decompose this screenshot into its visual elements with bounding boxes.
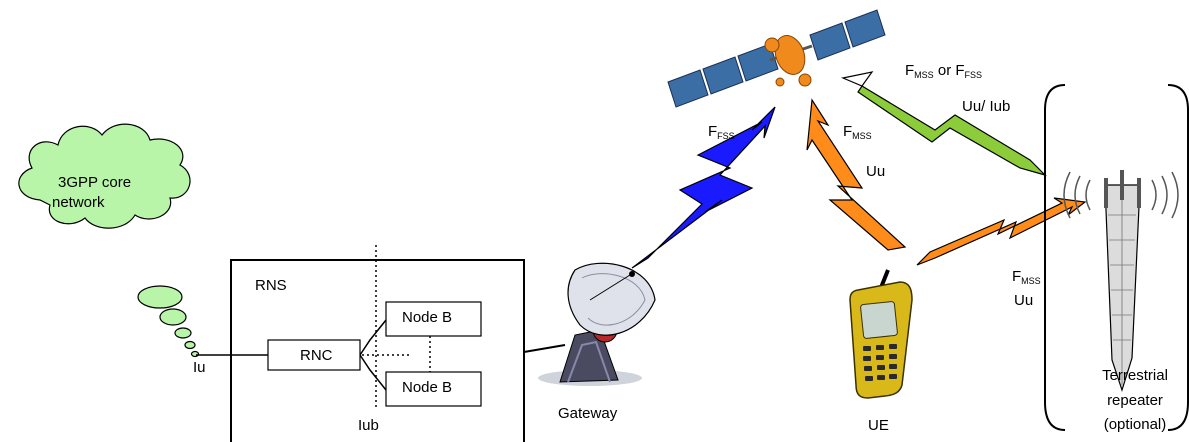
label-ue-sat-iface: Uu (866, 163, 885, 180)
satellite-icon (667, 9, 886, 108)
label-gateway-sat-freq: FFSS (708, 123, 735, 141)
node-b-top-box (385, 301, 482, 337)
cloud-bubble-3 (174, 327, 192, 339)
cloud-bubble-2 (159, 308, 187, 326)
repeater-bracket-right (1167, 84, 1189, 431)
link-ue-satellite (806, 98, 907, 251)
node-b-top-label: Node B (402, 309, 452, 326)
label-repeater-sat-iface: Uu/ Iub (962, 98, 1010, 115)
node-b-bottom-box (385, 371, 482, 407)
node-b-bottom-label: Node B (402, 379, 452, 396)
cloud-label-line1: 3GPP core (58, 174, 131, 191)
iu-label: Iu (193, 359, 206, 376)
repeater-label-line2: repeater (1107, 392, 1163, 409)
terrestrial-repeater-icon (1063, 170, 1179, 392)
rnc-box (267, 339, 361, 371)
rns-box: RNS RNC Node B Node B Iub (230, 245, 525, 442)
label-ue-sat-freq: FMSS (843, 123, 872, 141)
label-ue-repeater-iface: Uu (1014, 292, 1033, 309)
rns-gateway-link (523, 344, 566, 353)
gateway-dish-icon (538, 262, 656, 386)
ue-phone-icon (849, 269, 913, 399)
iub-label: Iub (358, 417, 379, 434)
repeater-label-line1: Terrestrial (1102, 367, 1168, 384)
label-repeater-sat-freq: FMSS or FFSS (905, 62, 982, 80)
link-ue-repeater (916, 197, 1087, 266)
core-network-cloud: 3GPP core network (18, 123, 200, 358)
cloud-label-line2: network (52, 194, 105, 211)
link-gateway-satellite (631, 106, 776, 269)
gateway-label: Gateway (558, 405, 618, 422)
link-repeater-satellite (840, 71, 1048, 177)
ue-label: UE (868, 417, 889, 434)
label-ue-repeater-freq: FMSS (1012, 268, 1041, 286)
cloud-bubble-1 (137, 285, 183, 309)
repeater-bracket-left (1044, 84, 1066, 431)
rnc-label: RNC (300, 347, 333, 364)
cloud-bubble-4 (184, 340, 196, 350)
rns-title: RNS (255, 277, 287, 294)
repeater-label-line3: (optional) (1104, 416, 1167, 433)
